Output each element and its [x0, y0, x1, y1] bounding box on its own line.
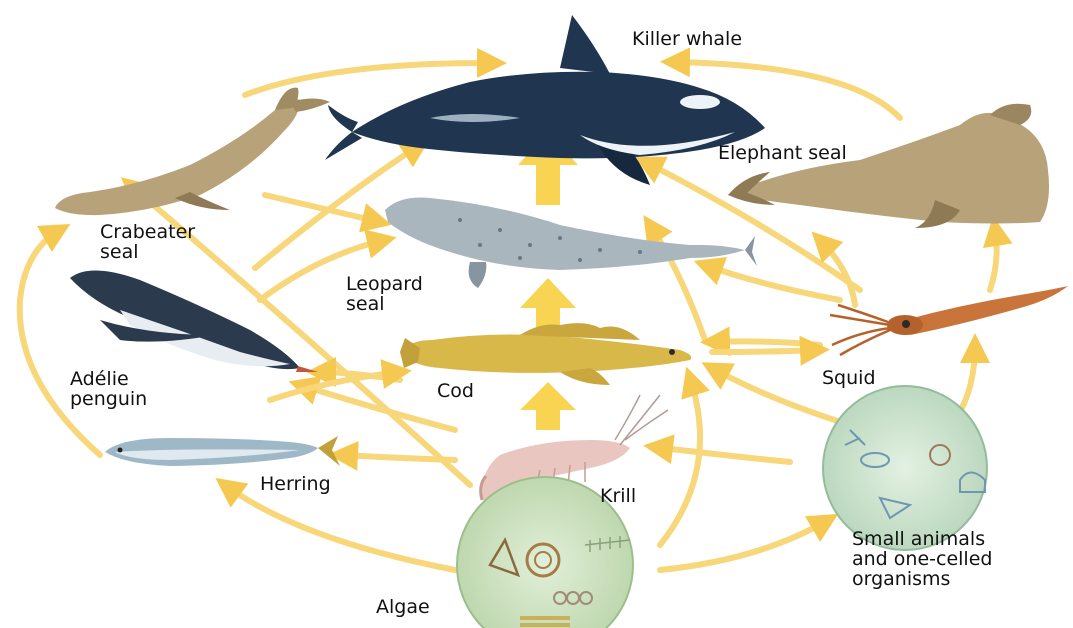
arrow-herring-to-crabeater-loop — [20, 230, 100, 455]
arrow-krill-to-penguin — [300, 385, 455, 430]
arrow-algae-to-small — [660, 520, 828, 570]
label-adelie-penguin: Adélie penguin — [70, 370, 147, 410]
label-krill: Krill — [600, 487, 636, 507]
label-killer-whale: Killer whale — [632, 30, 742, 50]
label-elephant-seal: Elephant seal — [718, 144, 847, 164]
elephant-seal — [728, 104, 1049, 228]
herring — [105, 436, 340, 466]
label-small-animals: Small animals and one-celled organisms — [852, 530, 992, 590]
label-squid: Squid — [822, 369, 876, 389]
arrow-squid-to-cod — [712, 341, 820, 345]
cod — [400, 323, 691, 385]
squid — [830, 286, 1068, 355]
label-algae: Algae — [376, 598, 430, 618]
arrow-algae-to-herring — [225, 485, 455, 570]
label-cod: Cod — [437, 382, 474, 402]
arrow-krill-to-cod-curve — [660, 378, 700, 545]
small-animals-circle — [823, 386, 987, 550]
label-herring: Herring — [260, 475, 331, 495]
label-crabeater-seal: Crabeater seal — [100, 223, 195, 263]
arrow-krill-to-cod — [520, 382, 576, 430]
label-leopard-seal: Leopard seal — [346, 275, 423, 315]
arrow-small-to-krill — [655, 447, 790, 462]
arrow-squid-to-leopard — [705, 265, 840, 300]
arrow-elephant-up — [990, 228, 997, 290]
crabeater-seal — [55, 88, 330, 215]
leopard-seal — [385, 198, 757, 289]
arrow-cod-to-leopard — [520, 278, 576, 330]
arrow-cod-to-squid — [712, 350, 818, 352]
